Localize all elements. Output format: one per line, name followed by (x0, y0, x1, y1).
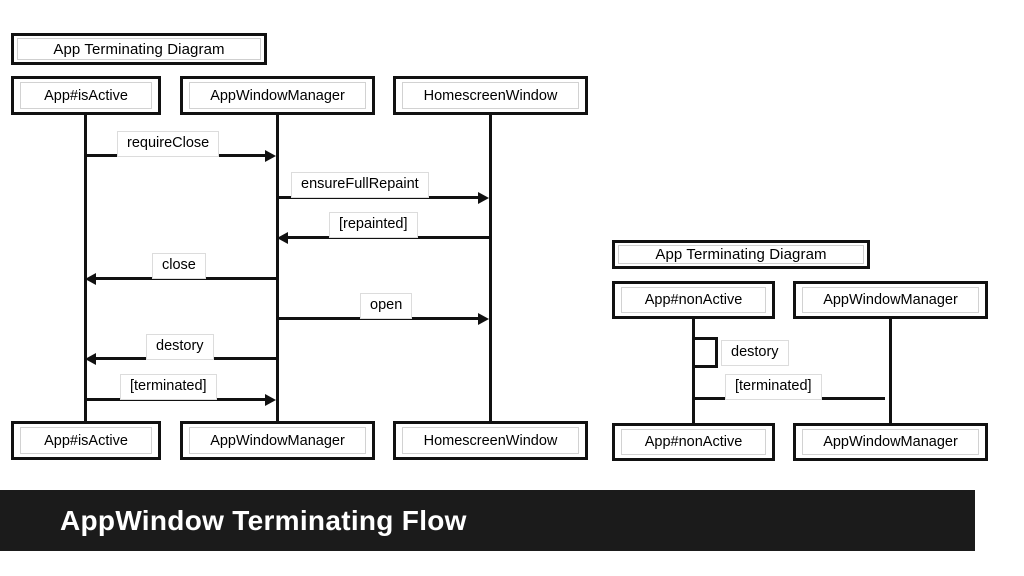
self-call-bracket-destory (692, 337, 718, 368)
participant-foot-appwindowmanager-label: AppWindowManager (189, 427, 366, 454)
participant-foot-app-isactive-label: App#isActive (20, 427, 152, 454)
lifeline-homescreenwindow (489, 115, 492, 421)
lifeline-appwindowmanager-right (889, 319, 892, 424)
message-arrowhead-open (478, 312, 489, 325)
participant-head-appwindowmanager-right: AppWindowManager (793, 281, 988, 319)
participant-head-app-nonactive-label: App#nonActive (621, 287, 766, 313)
message-arrowhead-destory (85, 352, 96, 365)
participant-head-homescreenwindow: HomescreenWindow (393, 76, 588, 115)
message-label-ensurefullrepaint: ensureFullRepaint (291, 172, 429, 198)
lifeline-app-nonactive (692, 319, 695, 424)
message-label-destory-right: destory (721, 340, 789, 366)
slide-title-banner: AppWindow Terminating Flow (0, 490, 975, 551)
message-label-destory: destory (146, 334, 214, 360)
participant-foot-app-nonactive: App#nonActive (612, 423, 775, 461)
participant-foot-appwindowmanager-right: AppWindowManager (793, 423, 988, 461)
message-label-close: close (152, 253, 206, 279)
participant-foot-homescreenwindow-label: HomescreenWindow (402, 427, 579, 454)
participant-head-homescreenwindow-label: HomescreenWindow (402, 82, 579, 109)
participant-head-appwindowmanager: AppWindowManager (180, 76, 375, 115)
message-line-ensurefullrepaint (277, 196, 478, 199)
left-diagram-title-box: App Terminating Diagram (11, 33, 267, 65)
participant-foot-appwindowmanager: AppWindowManager (180, 421, 375, 460)
participant-foot-appwindowmanager-right-label: AppWindowManager (802, 429, 979, 455)
participant-foot-app-nonactive-label: App#nonActive (621, 429, 766, 455)
left-diagram-title-label: App Terminating Diagram (17, 38, 261, 60)
message-arrowhead-close (85, 272, 96, 285)
message-label-terminated: [terminated] (120, 374, 217, 400)
message-label-open: open (360, 293, 413, 319)
message-arrowhead-ensurefullrepaint (478, 191, 489, 204)
message-line-repainted (288, 236, 489, 239)
slide-title-text: AppWindow Terminating Flow (60, 504, 467, 536)
lifeline-appwindowmanager (276, 115, 279, 421)
message-line-close (96, 277, 277, 280)
participant-head-app-isactive: App#isActive (11, 76, 161, 115)
participant-head-app-isactive-label: App#isActive (20, 82, 152, 109)
right-diagram-title-box: App Terminating Diagram (612, 240, 870, 269)
message-label-requireclose: requireClose (117, 131, 220, 157)
message-arrowhead-terminated (265, 393, 276, 406)
message-line-open (277, 317, 478, 320)
participant-foot-app-isactive: App#isActive (11, 421, 161, 460)
lifeline-app-isactive (84, 115, 87, 421)
message-arrowhead-requireclose (265, 149, 276, 162)
participant-foot-homescreenwindow: HomescreenWindow (393, 421, 588, 460)
message-line-terminated (85, 398, 265, 401)
message-label-repainted: [repainted] (329, 212, 418, 238)
participant-head-app-nonactive: App#nonActive (612, 281, 775, 319)
participant-head-appwindowmanager-label: AppWindowManager (189, 82, 366, 109)
message-arrowhead-repainted (277, 231, 288, 244)
participant-head-appwindowmanager-right-label: AppWindowManager (802, 287, 979, 313)
right-diagram-title-label: App Terminating Diagram (618, 245, 864, 264)
message-label-terminated-right: [terminated] (725, 374, 822, 400)
